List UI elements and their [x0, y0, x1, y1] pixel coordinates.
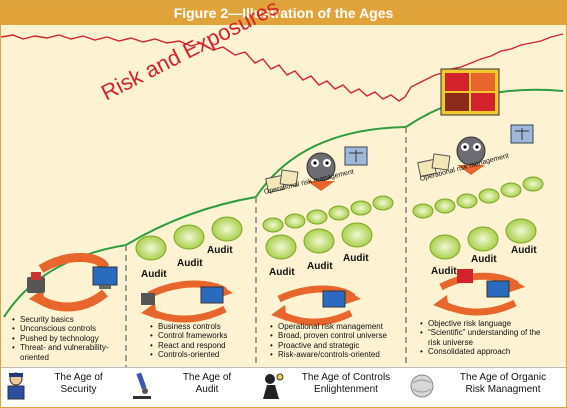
bullet-item: risk universe [428, 337, 473, 347]
age-curve-security [3, 244, 127, 318]
bullet-item: Security basics [12, 315, 135, 325]
bullet-item: Broad, proven control universe [270, 331, 414, 341]
age-curve-audit [125, 196, 257, 246]
audit-clouds-2 [265, 222, 373, 260]
controls-orm-chain [262, 195, 394, 233]
bullet-item: Risk-aware/controls-oriented [270, 350, 414, 360]
globe-icon [410, 374, 434, 398]
microscope-icon [133, 372, 151, 399]
controls-scales-icon [344, 146, 368, 166]
bullet-item: Objective risk language [420, 319, 566, 329]
bullet-item: Control frameworks [150, 331, 263, 341]
security-arrows [27, 252, 118, 312]
security-bullets: Security basics Unconscious controls Pus… [11, 315, 135, 362]
audit-label: Audit [471, 254, 497, 265]
organic-documents-icon [417, 153, 451, 178]
person-with-lightbulb-icon [263, 373, 284, 399]
audit-label: Audit [307, 261, 333, 272]
bullet-item: Controls-oriented [150, 350, 263, 360]
audit-label: Audit [141, 269, 167, 280]
audit-clouds-1 [135, 216, 243, 261]
organic-arrows [433, 269, 525, 316]
bullet-item: Pushed by technology [12, 334, 135, 344]
organic-orm-chain [412, 176, 544, 219]
audit-label: Audit [431, 266, 457, 277]
bullet-item: “Scientific” understanding of the [420, 328, 566, 338]
controls-bullets: Operational risk management Broad, prove… [269, 322, 414, 360]
controls-documents-icon [265, 169, 299, 194]
controls-owl-icon [306, 152, 336, 191]
controls-arrows [271, 285, 361, 326]
bullet-item: Unconscious controls [12, 324, 135, 334]
organic-monitor-icon [440, 68, 500, 116]
audit-label: Audit [207, 245, 233, 256]
organic-bullets: Objective risk language “Scientific” und… [419, 319, 566, 357]
figure-title: Figure 2—Illustration of the Ages [1, 1, 566, 25]
audit-bullets: Business controls Control frameworks Rea… [149, 322, 263, 360]
bullet-item: Operational risk management [270, 322, 414, 332]
bullet-item: Threat- and vulnerability- [12, 343, 135, 353]
organic-owl-icon [456, 136, 486, 175]
bullet-item: Consolidated approach [420, 347, 566, 357]
audit-label: Audit [343, 253, 369, 264]
bullet-item: oriented [20, 352, 49, 362]
organic-scales-icon [510, 124, 534, 144]
security-guard-icon [7, 372, 25, 400]
audit-label: Audit [269, 267, 295, 278]
audit-label: Audit [511, 245, 537, 256]
audit-arrows [141, 280, 233, 323]
audit-clouds-3 [429, 218, 537, 260]
audit-label: Audit [177, 258, 203, 269]
bullet-item: React and respond [150, 341, 263, 351]
bullet-item: Proactive and strategic [270, 341, 414, 351]
bullet-item: Business controls [150, 322, 263, 332]
risk-exposure-line [1, 33, 564, 102]
